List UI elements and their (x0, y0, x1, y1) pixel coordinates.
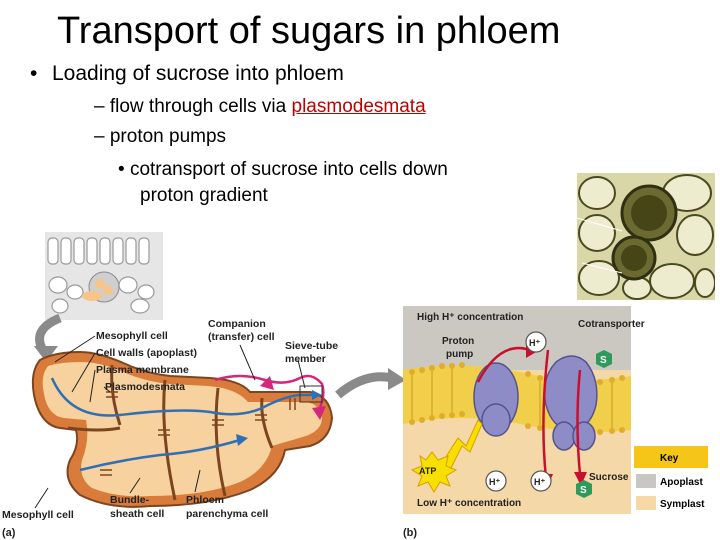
panel-b-label: (b) (403, 527, 417, 539)
sub-bullet-1-text: flow through cells via (109, 96, 292, 117)
label-phloem-1: Phloem (186, 494, 224, 506)
sub-sub-bullet: • cotransport of sucrose into cells down (118, 157, 448, 183)
label-mesophyll-cell: Mesophyll cell (96, 330, 168, 342)
legend-key: Key Apoplast Symplast (634, 444, 708, 514)
bullet-1-text: Loading of sucrose into phloem (52, 62, 344, 85)
sub-bullet-2-text: proton pumps (109, 126, 227, 147)
membrane-panel (403, 306, 631, 514)
label-sucrose: Sucrose (589, 472, 629, 483)
label-companion-2: (transfer) cell (208, 331, 275, 343)
sub-bullet-1: – flow through cells via plasmodesmata (94, 94, 426, 120)
sub-sub-bullet-line-2: proton gradient (140, 185, 268, 206)
h-plus-bottom-1: H⁺ (489, 477, 500, 487)
h-plus-bottom-2: H⁺ (534, 477, 545, 487)
label-bundle-2: sheath cell (110, 508, 164, 520)
label-cotransporter: Cotransporter (578, 319, 645, 330)
s-top: S (600, 355, 607, 366)
h-plus-top: H⁺ (529, 338, 540, 348)
sub-bullet-2: – proton pumps (94, 124, 226, 150)
label-sieve-1: Sieve-tube (285, 340, 338, 352)
label-sieve-2: member (285, 353, 326, 365)
label-cell-walls: Cell walls (apoplast) (96, 347, 197, 359)
sub-sub-bullet-glyph: • (118, 159, 125, 180)
leaf-cross-section-thumbnail (45, 232, 163, 320)
bullet-1: • Loading of sucrose into phloem (30, 60, 344, 88)
plasmodesmata-link[interactable]: plasmodesmata (291, 96, 426, 117)
label-high-h-concentration: High H⁺ concentration (417, 312, 523, 323)
label-plasmodesmata: Plasmodesmata (105, 381, 185, 393)
label-proton-1: Proton (442, 336, 474, 347)
label-plasma-membrane: Plasma membrane (96, 364, 189, 376)
dash-2: – (94, 126, 105, 147)
key-title: Key (660, 453, 679, 464)
s-bottom: S (580, 485, 587, 496)
key-apoplast: Apoplast (660, 477, 703, 488)
label-proton-2: pump (446, 349, 473, 360)
atp-label: ATP (419, 466, 436, 476)
label-bottom-mesophyll: Mesophyll cell (2, 509, 74, 521)
cell-chain (31, 350, 334, 508)
key-symplast-swatch (636, 496, 656, 510)
bullet-glyph: • (30, 62, 38, 85)
slide-title: Transport of sugars in phloem (57, 10, 561, 52)
label-phloem-2: parenchyma cell (186, 508, 268, 520)
dash-1: – (94, 96, 105, 117)
key-apoplast-swatch (636, 474, 656, 488)
phloem-micrograph (577, 173, 715, 300)
sub-sub-bullet-line-1: cotransport of sucrose into cells down (129, 159, 448, 180)
label-companion-1: Companion (208, 318, 266, 330)
panel-a-label: (a) (2, 527, 16, 539)
label-low-h-concentration: Low H⁺ concentration (417, 498, 521, 509)
key-symplast: Symplast (660, 499, 705, 510)
label-bundle-1: Bundle- (110, 494, 150, 506)
